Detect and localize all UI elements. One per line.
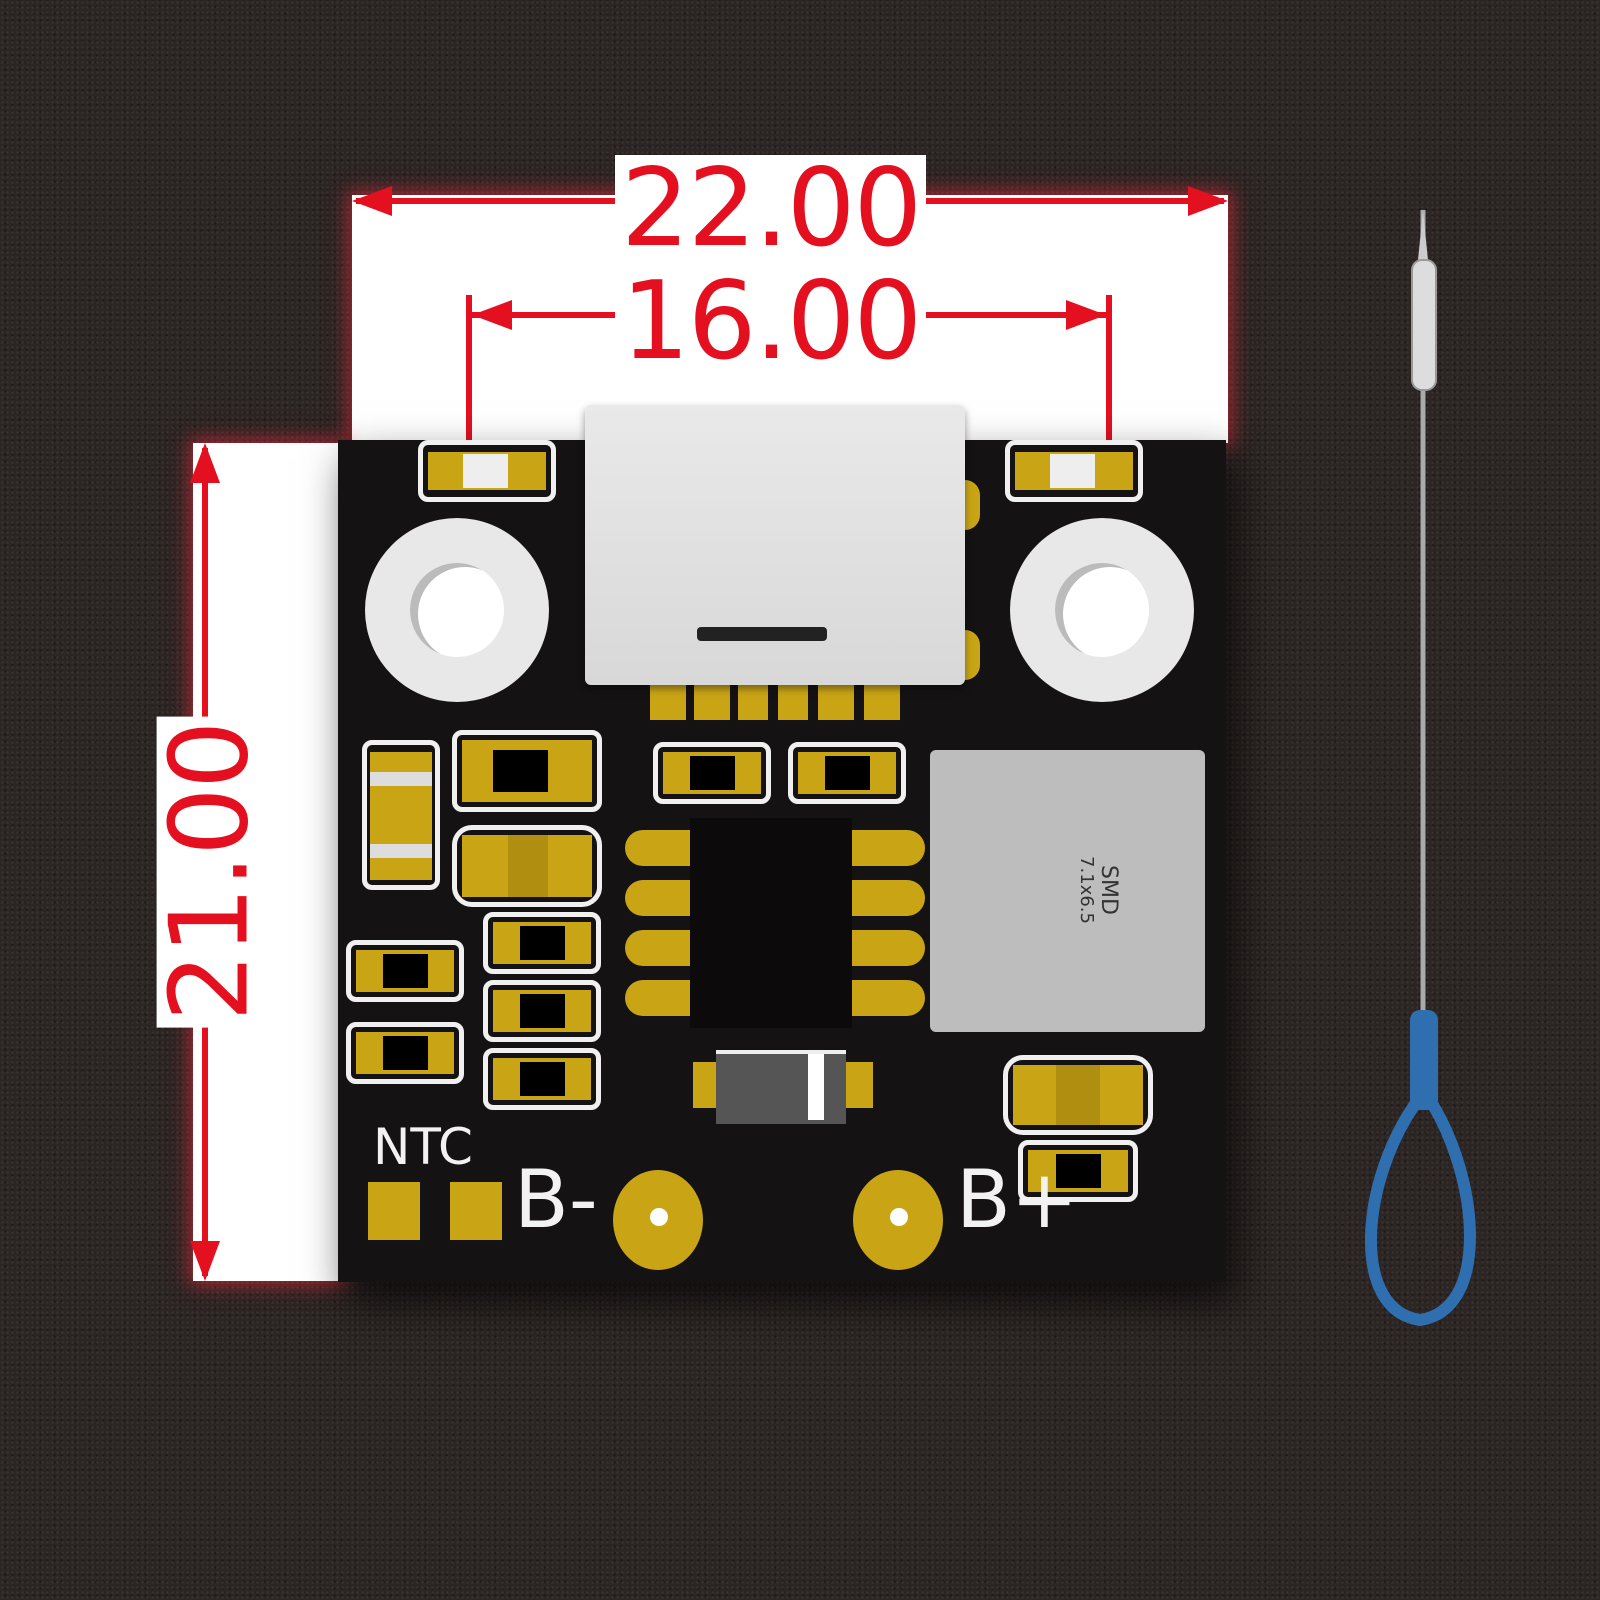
arrow-up-icon [190, 443, 220, 483]
diode [716, 1050, 846, 1124]
arrow-left-icon [472, 300, 512, 330]
b-plus-label: B+ [956, 1153, 1078, 1246]
ic-chip [690, 818, 852, 1028]
arrow-left-icon [352, 186, 392, 216]
inductor-size-label: 7.1x6.5 [1075, 856, 1097, 924]
ntc-pad-1 [368, 1182, 420, 1240]
b-minus-label: B- [514, 1153, 598, 1246]
dimension-width-label: 22.00 [615, 155, 927, 263]
arrow-right-icon [1188, 186, 1228, 216]
jumper-wire [1365, 210, 1476, 1327]
ntc-pad-2 [450, 1182, 502, 1240]
arrow-right-icon [1066, 300, 1106, 330]
led-footprint-left [418, 440, 556, 502]
arrow-down-icon [190, 1241, 220, 1281]
usb-c-connector[interactable] [585, 405, 965, 685]
inductor: SMD 7.1x6.5 [930, 750, 1205, 1032]
inductor-type-label: SMD [1096, 865, 1121, 915]
dimension-hole-spacing-label: 16.00 [615, 268, 927, 376]
led-footprint-right [1005, 440, 1143, 502]
ntc-label: NTC [373, 1118, 473, 1176]
extension-line-right [1106, 295, 1112, 443]
dimension-height-label: 21.00 [148, 716, 273, 1028]
extension-line-left [466, 295, 472, 443]
